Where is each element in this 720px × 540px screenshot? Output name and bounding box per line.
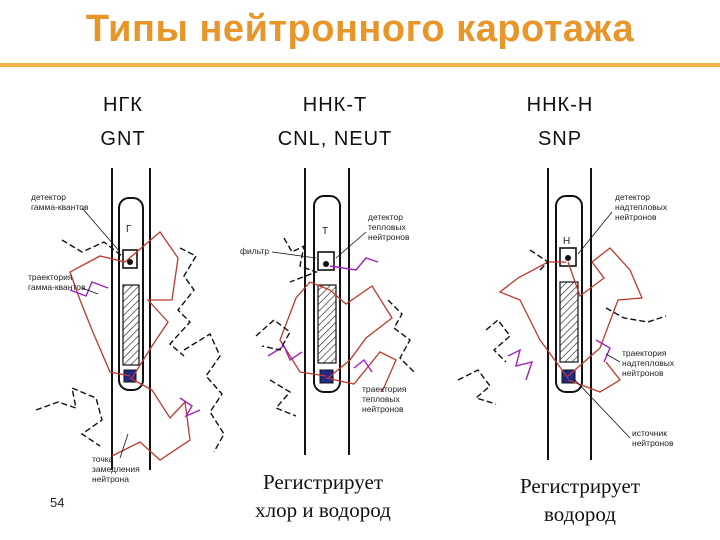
gamma-path: [485, 318, 511, 363]
caption-line: Регистрирует: [519, 474, 640, 498]
gamma-path: [269, 379, 297, 417]
label-detector: нейтронов: [368, 232, 410, 242]
label-detector: нейтронов: [615, 212, 657, 222]
neutron-path: [567, 361, 621, 393]
column-header-nnk-t: ННК-Т CNL, NEUT: [250, 88, 420, 156]
label-detector: гамма-квантов: [31, 202, 89, 212]
caption-line: хлор и водород: [255, 498, 391, 522]
label-trajectory: нейтронов: [362, 404, 404, 414]
leader-line: [81, 287, 99, 295]
label-trajectory: надтепловых: [622, 358, 675, 368]
leader-line: [271, 251, 317, 259]
label-trajectory: нейтронов: [622, 368, 664, 378]
panel-nnk-n: Н детектор надтепловых нейтронов траекто…: [457, 168, 675, 460]
gamma-path: [255, 319, 291, 351]
label-source: источник: [632, 428, 667, 438]
method-code-en: SNP: [537, 128, 583, 150]
label-filter: фильтр: [240, 246, 269, 256]
neutron-path: [325, 351, 397, 393]
gamma-path: [457, 369, 497, 405]
label-slowdown: точка: [92, 454, 114, 464]
leader-line: [119, 433, 129, 459]
thermal-trajectory: [329, 257, 379, 271]
thermal-trajectory: [267, 344, 303, 362]
label-detector: детектор: [615, 192, 650, 202]
label-detector: детектор: [31, 192, 66, 202]
label-slowdown: нейтрона: [92, 474, 129, 484]
label-detector: детектор: [368, 212, 403, 222]
method-code-ru: ННК-Т: [302, 94, 368, 116]
detector-dot: [127, 259, 133, 265]
tool-letter: Г: [126, 224, 132, 235]
shield: [317, 284, 337, 364]
shield: [559, 281, 579, 363]
epithermal-trajectory: [507, 348, 534, 381]
leader-line: [605, 353, 621, 363]
gamma-path: [529, 249, 550, 273]
page-number: 54: [50, 495, 65, 510]
leader-line: [574, 379, 631, 439]
detector-dot: [323, 261, 329, 267]
label-source: нейтронов: [632, 438, 674, 448]
gamma-path: [61, 239, 123, 257]
label-trajectory: траектория: [622, 348, 667, 358]
panel-nnk-t: Т фильтр детектор тепловых нейтронов тра…: [240, 168, 415, 455]
gamma-path: [283, 237, 318, 283]
gamma-path: [183, 332, 225, 453]
label-detector: надтепловых: [615, 202, 668, 212]
label-trajectory: тепловых: [362, 394, 401, 404]
label-slowdown: замедления: [92, 464, 140, 474]
gamma-trajectory: [69, 281, 109, 297]
caption-nnk-t: Регистрирует хлор и водород: [228, 468, 418, 524]
panel-ngk: Г детектор гамма-квантов траектория гамм…: [28, 168, 225, 484]
gamma-path: [605, 307, 667, 323]
neutron-source: [319, 369, 334, 384]
method-code-en: CNL, NEUT: [277, 128, 393, 150]
label-detector: тепловых: [368, 222, 407, 232]
leader-line: [335, 231, 367, 259]
leader-line: [577, 211, 613, 255]
gamma-path: [387, 299, 415, 373]
column-header-nnk-n: ННК-Н SNP: [490, 88, 630, 156]
label-trajectory: гамма-квантов: [28, 282, 86, 292]
gamma-path: [168, 247, 197, 357]
gamma-path: [35, 386, 103, 447]
title-underline: [0, 63, 720, 67]
thermal-trajectory: [353, 358, 373, 373]
method-code-ru: ННК-Н: [526, 94, 594, 116]
neutron-path: [69, 231, 179, 379]
neutron-path: [567, 247, 643, 377]
method-code-en: GNT: [100, 128, 146, 150]
shield: [122, 284, 140, 366]
column-header-ngk: НГК GNT: [68, 88, 178, 156]
detector-dot: [565, 255, 571, 261]
tool-letter: Т: [322, 226, 328, 237]
neutron-path: [111, 377, 191, 461]
leader-line: [81, 207, 121, 253]
label-trajectory: траектория: [28, 272, 73, 282]
method-code-ru: НГК: [103, 94, 143, 116]
caption-nnk-n: Регистрирует водород: [490, 472, 670, 528]
caption-line: водород: [544, 502, 616, 526]
caption-line: Регистрирует: [262, 470, 383, 494]
gamma-trajectory: [179, 397, 201, 418]
epithermal-trajectory: [595, 339, 611, 363]
label-trajectory: траектория: [362, 384, 407, 394]
tool-letter: Н: [563, 236, 570, 247]
page-title: Типы нейтронного каротажа: [85, 8, 635, 50]
